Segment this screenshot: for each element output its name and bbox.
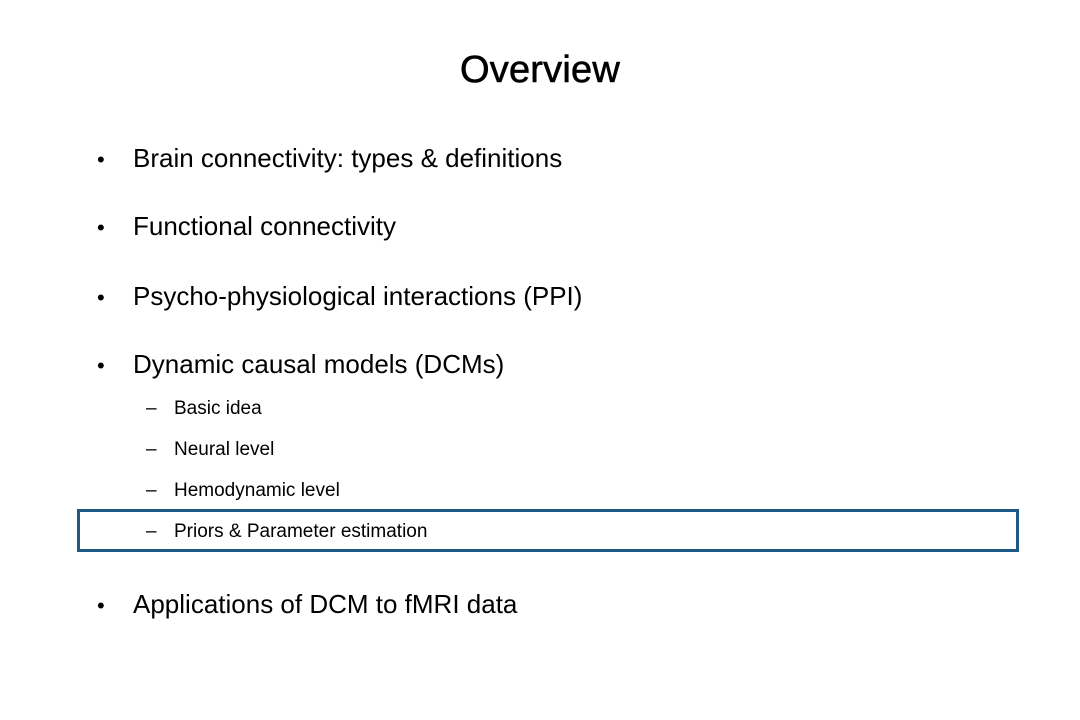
bullet-marker: • (97, 215, 105, 240)
bullet-item-applications: • Applications of DCM to fMRI data (97, 588, 517, 622)
bullet-label: Functional connectivity (133, 211, 397, 241)
bullet-label: Brain connectivity: types & definitions (133, 143, 563, 173)
bullet-label: Dynamic causal models (DCMs) (133, 349, 505, 379)
dash-marker: – (146, 439, 157, 460)
highlight-box (77, 509, 1019, 552)
subitem-basic-idea: –Basic idea (146, 396, 262, 422)
bullet-marker: • (97, 593, 105, 618)
subitem-priors-parameter-estimation: –Priors & Parameter estimation (146, 519, 427, 545)
dash-marker: – (146, 521, 157, 542)
bullet-item-brain-connectivity: • Brain connectivity: types & definitions (97, 142, 562, 176)
dash-marker: – (146, 398, 157, 419)
bullet-marker: • (97, 353, 105, 378)
bullet-label: Psycho-physiological interactions (PPI) (133, 281, 583, 311)
bullet-item-functional-connectivity: • Functional connectivity (97, 210, 396, 244)
slide-title: Overview (460, 49, 620, 92)
subitem-label: Basic idea (174, 398, 262, 419)
subitem-neural-level: –Neural level (146, 437, 274, 463)
subitem-label: Hemodynamic level (174, 480, 340, 501)
bullet-marker: • (97, 285, 105, 310)
bullet-item-ppi: • Psycho-physiological interactions (PPI) (97, 280, 582, 314)
dash-marker: – (146, 480, 157, 501)
subitem-label: Neural level (174, 439, 275, 460)
bullet-item-dcm: • Dynamic causal models (DCMs) (97, 348, 504, 382)
bullet-marker: • (97, 147, 105, 172)
subitem-hemodynamic-level: –Hemodynamic level (146, 478, 340, 504)
bullet-label: Applications of DCM to fMRI data (133, 589, 518, 619)
subitem-label: Priors & Parameter estimation (174, 521, 428, 542)
